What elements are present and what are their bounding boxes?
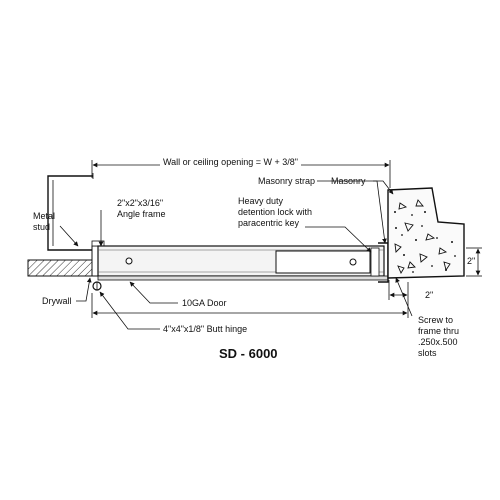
angle-frame bbox=[91, 245, 99, 277]
screw-label-line3: .250x.500 bbox=[418, 337, 458, 347]
hinge-label: 4"x4"x1/8" Butt hinge bbox=[163, 324, 248, 334]
masonry-strap-label: Masonry strap bbox=[258, 176, 316, 186]
lock-label-line2: detention lock with bbox=[238, 207, 313, 217]
screw-label-line1: Screw to bbox=[418, 315, 454, 325]
opening-label: Wall or ceiling opening = W + 3/8" bbox=[160, 157, 301, 168]
angle-frame-label: Angle frame bbox=[117, 209, 166, 219]
leader-masonry bbox=[373, 180, 394, 195]
masonry-block bbox=[387, 187, 465, 279]
metal-stud bbox=[47, 175, 93, 251]
leader-drywall bbox=[76, 277, 92, 302]
lock-body bbox=[275, 250, 371, 274]
diagram-title: SD - 6000 bbox=[219, 346, 278, 361]
masonry-label: Masonry bbox=[331, 176, 366, 186]
lock-label-line3: paracentric key bbox=[238, 218, 300, 228]
lock-label-line1: Heavy duty bbox=[238, 196, 284, 206]
metal-stud-label-line1: Metal bbox=[33, 211, 56, 221]
screw-label-line2: frame thru bbox=[418, 326, 460, 336]
leader-metal-stud bbox=[59, 225, 79, 247]
drywall-section bbox=[27, 259, 95, 277]
leader-masonry-strap bbox=[317, 180, 387, 244]
leader-screw bbox=[395, 277, 413, 317]
screw-label-line4: slots bbox=[418, 348, 437, 358]
door-label: 10GA Door bbox=[182, 298, 227, 308]
horizontal-dimension-label: 2" bbox=[425, 290, 434, 300]
leader-lock bbox=[305, 226, 372, 253]
metal-stud-label-line2: stud bbox=[33, 222, 51, 232]
vertical-dimension-label: 2" bbox=[467, 256, 476, 266]
angle-frame-size-label: 2"x2"x3/16" bbox=[117, 198, 164, 208]
leader-hinge bbox=[99, 291, 160, 330]
leader-door bbox=[129, 281, 178, 304]
drywall-label: Drywall bbox=[42, 296, 72, 306]
